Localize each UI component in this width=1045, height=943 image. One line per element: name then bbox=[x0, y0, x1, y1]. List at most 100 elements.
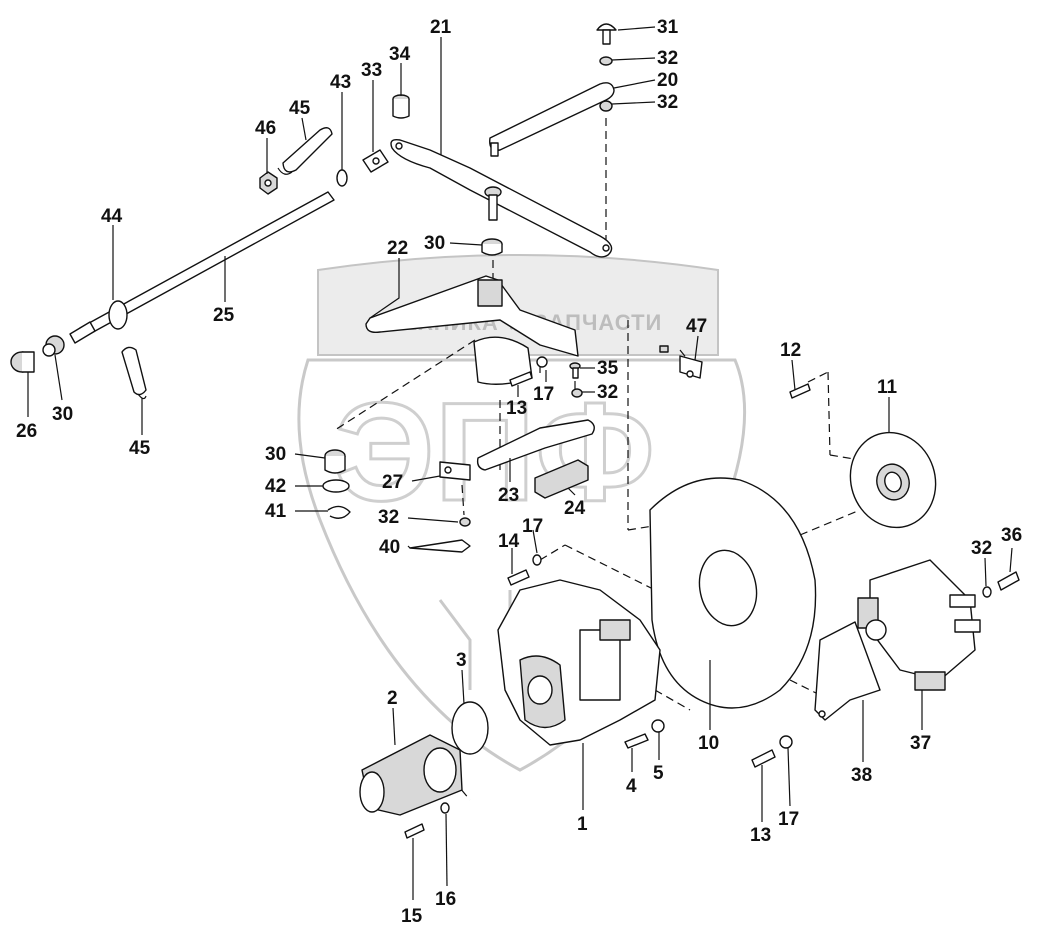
part-12-bolt bbox=[789, 383, 811, 399]
assembly-line bbox=[654, 689, 691, 711]
leader-22 bbox=[369, 258, 400, 319]
callout-1: 1 bbox=[577, 814, 588, 835]
part-32-nut bbox=[599, 56, 613, 66]
assembly-line bbox=[334, 339, 476, 431]
callout-12: 12 bbox=[780, 340, 801, 361]
part-13-bolt bbox=[509, 371, 533, 387]
assembly-line bbox=[564, 544, 656, 591]
leader-3 bbox=[461, 669, 465, 705]
part-38-bracket bbox=[814, 621, 881, 721]
leader-47 bbox=[694, 335, 699, 361]
leader-45 bbox=[301, 117, 307, 141]
leader-20 bbox=[613, 79, 656, 89]
leader-17 bbox=[787, 747, 791, 807]
part-16-washer bbox=[440, 802, 450, 814]
part-32-nut bbox=[982, 586, 992, 598]
callout-20: 20 bbox=[657, 70, 678, 91]
assembly-line bbox=[461, 484, 465, 516]
part-17-washer bbox=[532, 554, 542, 566]
part-43-washer bbox=[336, 169, 348, 187]
leader-30 bbox=[294, 453, 326, 459]
callout-27: 27 bbox=[382, 472, 403, 493]
callout-35: 35 bbox=[597, 358, 619, 379]
part-34-pin bbox=[392, 94, 410, 119]
callout-17: 17 bbox=[533, 384, 554, 405]
leader-32 bbox=[407, 517, 459, 523]
callout-31: 31 bbox=[657, 17, 679, 38]
part-33-clevis bbox=[362, 149, 389, 173]
callout-16: 16 bbox=[435, 889, 456, 910]
callout-14: 14 bbox=[498, 531, 520, 552]
callout-4: 4 bbox=[626, 776, 637, 797]
part-21-lever bbox=[390, 138, 613, 258]
part-15-bolt bbox=[404, 823, 425, 839]
callout-34: 34 bbox=[389, 44, 411, 65]
part-27-clevis bbox=[439, 461, 471, 481]
callout-labels: 31 32 20 32 21 34 33 43 45 46 44 25 22 3… bbox=[16, 17, 1022, 927]
assembly-line bbox=[829, 454, 861, 461]
part-2-gear-pump bbox=[359, 734, 463, 816]
leader-12 bbox=[791, 359, 796, 391]
callout-10: 10 bbox=[698, 733, 719, 754]
part-41-snap-ring bbox=[327, 505, 351, 519]
callout-32: 32 bbox=[597, 382, 618, 403]
callout-17: 17 bbox=[778, 809, 799, 830]
watermark-banner bbox=[317, 254, 719, 356]
part-24-block bbox=[534, 459, 589, 499]
assembly-line bbox=[799, 509, 861, 536]
part-30-bushing bbox=[324, 449, 346, 474]
leader-31 bbox=[617, 26, 656, 31]
part-11-coupling-disc bbox=[849, 431, 937, 529]
leader-30 bbox=[449, 242, 483, 246]
part-1-pump-body bbox=[497, 579, 661, 746]
callout-30: 30 bbox=[52, 404, 73, 425]
part-17-washer bbox=[779, 735, 793, 749]
callout-23: 23 bbox=[498, 485, 519, 506]
callout-32: 32 bbox=[657, 92, 678, 113]
assembly-line bbox=[539, 544, 566, 561]
callout-11: 11 bbox=[877, 377, 898, 398]
part-35-bolt bbox=[569, 362, 581, 379]
leader-40 bbox=[407, 545, 411, 549]
callout-25: 25 bbox=[213, 305, 235, 326]
callout-13: 13 bbox=[750, 825, 771, 846]
leader-lines bbox=[27, 26, 1013, 900]
part-20-lever bbox=[489, 82, 615, 157]
part-3-o-ring bbox=[451, 701, 489, 755]
callout-37: 37 bbox=[910, 733, 931, 754]
assembly-line bbox=[789, 679, 831, 701]
part-45-spring bbox=[121, 346, 147, 400]
part-45-spring bbox=[277, 127, 333, 175]
part-13-bolt bbox=[751, 749, 776, 768]
callout-21: 21 bbox=[430, 17, 452, 38]
callout-24: 24 bbox=[564, 498, 586, 519]
part-17-washer bbox=[536, 356, 548, 368]
callout-44: 44 bbox=[101, 206, 123, 227]
callout-45: 45 bbox=[289, 98, 311, 119]
part-44-spacer bbox=[108, 300, 128, 330]
leader-36 bbox=[1009, 547, 1013, 573]
callout-3: 3 bbox=[456, 650, 467, 671]
callout-22: 22 bbox=[387, 238, 408, 259]
part-4-bolt bbox=[624, 733, 649, 749]
part-37-valve-block bbox=[857, 559, 981, 691]
assembly-line bbox=[807, 371, 829, 383]
assembly-lines bbox=[334, 118, 861, 801]
parts bbox=[10, 23, 1020, 839]
part-47-switch bbox=[659, 345, 703, 379]
leader-24 bbox=[567, 487, 576, 496]
callout-41: 41 bbox=[265, 501, 287, 522]
part-32-nut bbox=[459, 517, 471, 527]
part-36-bolt bbox=[997, 571, 1020, 591]
callout-17: 17 bbox=[522, 516, 543, 537]
callout-40: 40 bbox=[379, 537, 400, 558]
part-25-shaft bbox=[69, 191, 335, 344]
callout-45: 45 bbox=[129, 438, 151, 459]
part-32-nut bbox=[599, 100, 613, 112]
part-32-nut bbox=[571, 388, 583, 398]
callout-32: 32 bbox=[971, 538, 992, 559]
callout-47: 47 bbox=[686, 316, 707, 337]
leader-2 bbox=[392, 707, 396, 746]
callout-13: 13 bbox=[506, 398, 527, 419]
